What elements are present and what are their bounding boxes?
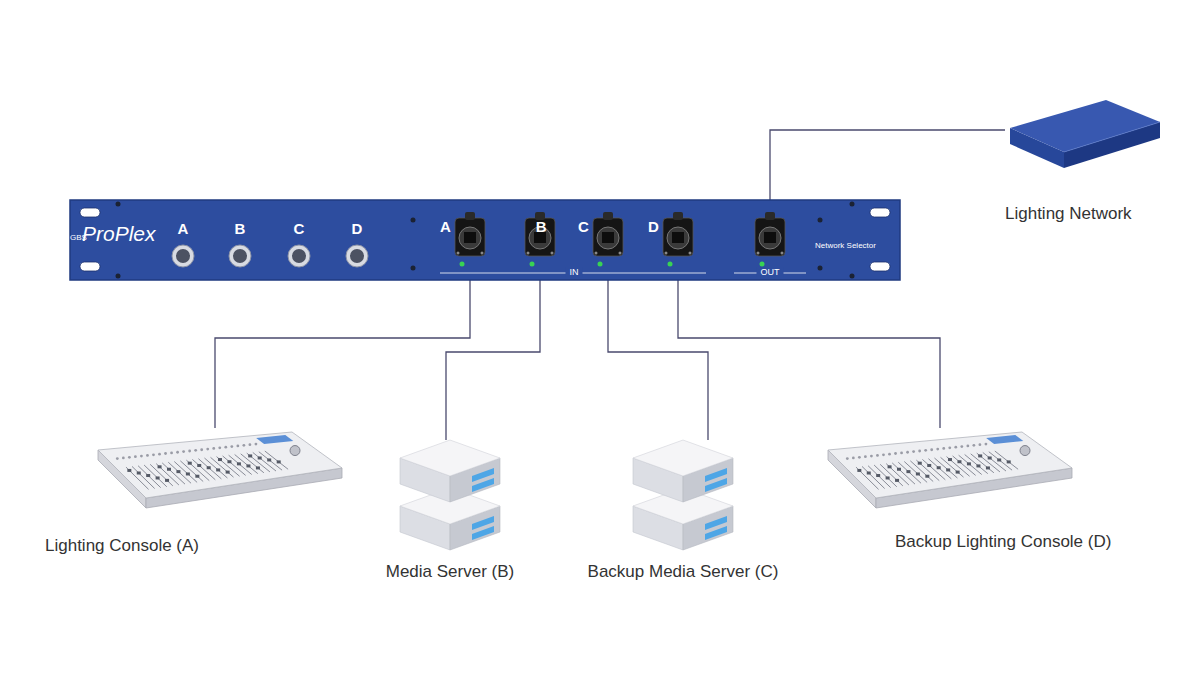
ethercon-jack	[591, 210, 625, 270]
ethercon-jack	[661, 210, 695, 270]
network-cable	[608, 280, 708, 440]
port-label: OUT	[757, 267, 784, 277]
device-label: Backup Lighting Console (D)	[895, 532, 1111, 552]
ethernet-port: D	[648, 210, 708, 280]
device-label: Media Server (B)	[386, 562, 514, 582]
ethercon-jack	[453, 210, 487, 270]
product-name: Network Selector	[815, 241, 876, 250]
ethernet-port: B	[510, 210, 570, 280]
device-label: Backup Media Server (C)	[588, 562, 779, 582]
media-server: Media Server (B)	[385, 440, 535, 585]
switch-illustration	[1010, 100, 1160, 172]
port-letter: B	[536, 218, 547, 235]
ethernet-port: A	[440, 210, 500, 280]
lighting-console: Backup Lighting Console (D)	[805, 428, 1160, 558]
network-cable	[770, 130, 1005, 210]
model-name: GBS	[70, 233, 87, 242]
lighting-console: Lighting Console (A)	[40, 428, 355, 558]
device-label: Lighting Network	[1005, 204, 1132, 224]
server-illustration	[400, 440, 500, 552]
ethercon-jack	[753, 210, 787, 270]
media-server: Backup Media Server (C)	[582, 440, 802, 585]
console-illustration	[810, 428, 1075, 512]
device-label: Lighting Console (A)	[45, 536, 199, 556]
network-switch: Lighting Network	[1005, 100, 1160, 230]
rack-unit: A B C D OUT ProPlexGBS Network Selector	[70, 200, 900, 280]
network-cable	[678, 280, 940, 428]
network-cable	[446, 280, 540, 440]
brand-name: ProPlex	[82, 222, 156, 246]
ethernet-port: OUT	[730, 210, 810, 280]
console-illustration	[80, 428, 345, 512]
server-illustration	[633, 440, 733, 552]
port-letter: A	[440, 218, 451, 235]
port-letter: C	[578, 218, 589, 235]
network-cable	[215, 280, 470, 428]
port-letter: D	[648, 218, 659, 235]
ethernet-port: C	[578, 210, 638, 280]
